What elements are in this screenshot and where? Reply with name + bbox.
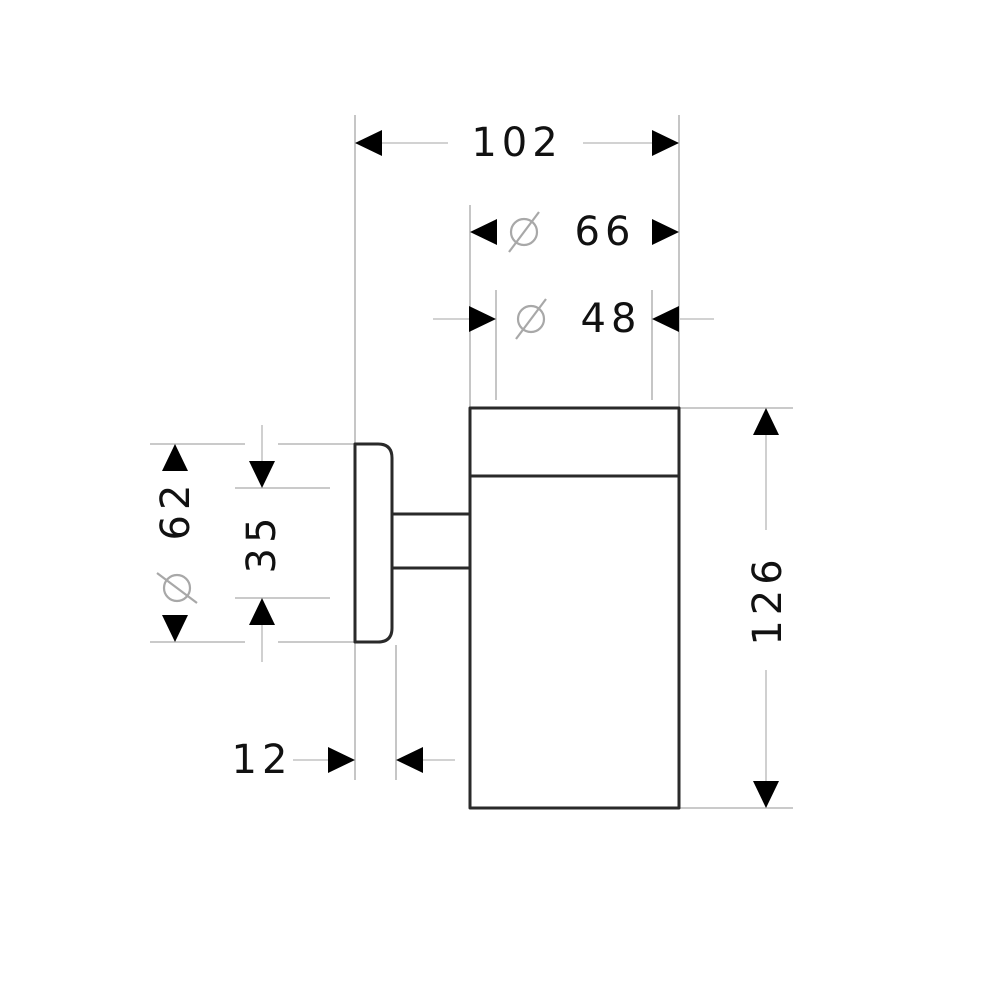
arrow-12-left (328, 747, 355, 773)
arrow-48-left (469, 306, 496, 332)
arrow-height-top (753, 408, 779, 435)
arrow-height-bottom (753, 781, 779, 808)
arrow-35-bottom (249, 598, 275, 625)
arrow-62-top (162, 444, 188, 471)
diameter-symbol-66 (508, 211, 540, 253)
arrow-width-left (355, 130, 382, 156)
dimension-height: 126 (745, 554, 791, 645)
dimension-arm-diameter: 35 (239, 513, 285, 574)
dimension-rosette-thickness: 12 (232, 737, 293, 783)
dimension-rosette-diameter: 62 (153, 480, 199, 541)
diameter-symbol-62 (156, 572, 198, 604)
arm (390, 512, 475, 570)
arrowheads (162, 130, 779, 808)
arrow-66-left (470, 219, 497, 245)
wall-rosette (353, 442, 394, 644)
cup-rim (468, 406, 681, 478)
cup-body (468, 464, 681, 810)
dimension-overall-width: 102 (471, 120, 562, 166)
extension-lines (150, 115, 793, 809)
arrow-62-bottom (162, 615, 188, 642)
dimension-cup-outer-diameter: 66 (575, 209, 636, 255)
arrow-35-top (249, 461, 275, 488)
dimension-cup-inner-diameter: 48 (581, 296, 642, 342)
arrow-48-right (652, 306, 679, 332)
arrow-width-right (652, 130, 679, 156)
arrow-66-right (652, 219, 679, 245)
arrow-12-right (396, 747, 423, 773)
glass-holder-outline (353, 406, 681, 810)
diameter-symbol-48 (515, 298, 547, 340)
